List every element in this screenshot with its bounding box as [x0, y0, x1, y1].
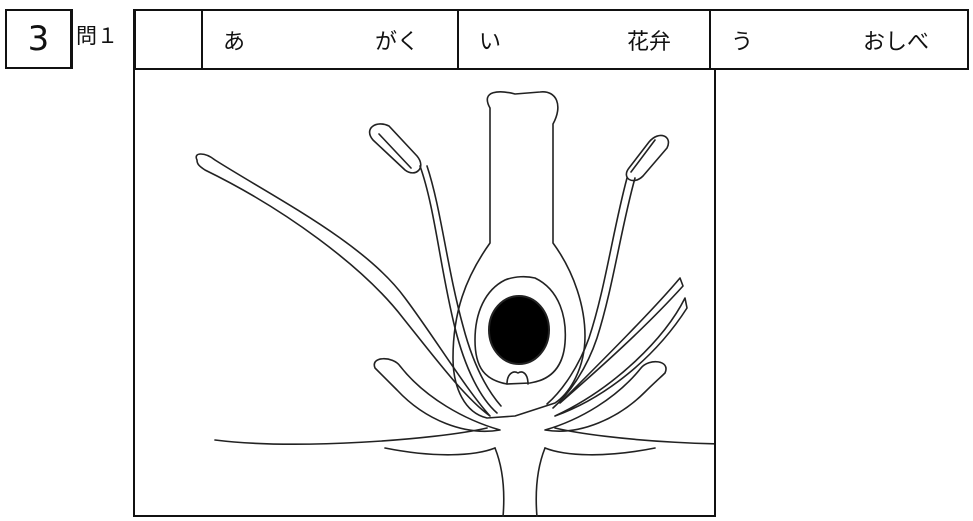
section-number-box: 3 [5, 9, 73, 69]
right-sepal [544, 360, 667, 432]
left-stamen-anther [368, 123, 422, 174]
answer-value: 花弁 [626, 29, 671, 55]
receptacle-base [384, 447, 656, 456]
left-sepal [373, 357, 501, 432]
answer-cell-blank [136, 11, 203, 68]
pistil-outline [452, 91, 586, 419]
stem-right [535, 447, 546, 518]
flower-diagram [195, 91, 826, 518]
right-petal-upper [559, 277, 684, 404]
answer-table: あ がく い 花弁 う おしべ [133, 9, 969, 70]
ovary-wall [474, 275, 567, 385]
right-petal-lower [554, 297, 688, 417]
flower-diagram-frame [133, 68, 826, 518]
ovary-inner-tuck [506, 371, 529, 385]
left-stamen-filament [419, 165, 502, 414]
right-stamen-filament [546, 177, 636, 409]
section-number: 3 [27, 19, 50, 59]
left-petal [195, 153, 491, 417]
answer-cell-i: い 花弁 [459, 11, 711, 68]
answer-key: う [731, 29, 754, 55]
answer-key: あ [223, 29, 246, 55]
answer-value: おしべ [862, 29, 929, 55]
receptacle [214, 427, 826, 445]
right-stamen-anther [625, 134, 670, 182]
answer-cell-u: う おしべ [711, 11, 967, 68]
answer-cell-a: あ がく [203, 11, 459, 68]
ovule [488, 295, 550, 365]
question-label: 問１ [76, 24, 118, 48]
stem-left [494, 447, 505, 518]
answer-key: い [479, 29, 502, 55]
answer-value: がく [374, 29, 419, 55]
